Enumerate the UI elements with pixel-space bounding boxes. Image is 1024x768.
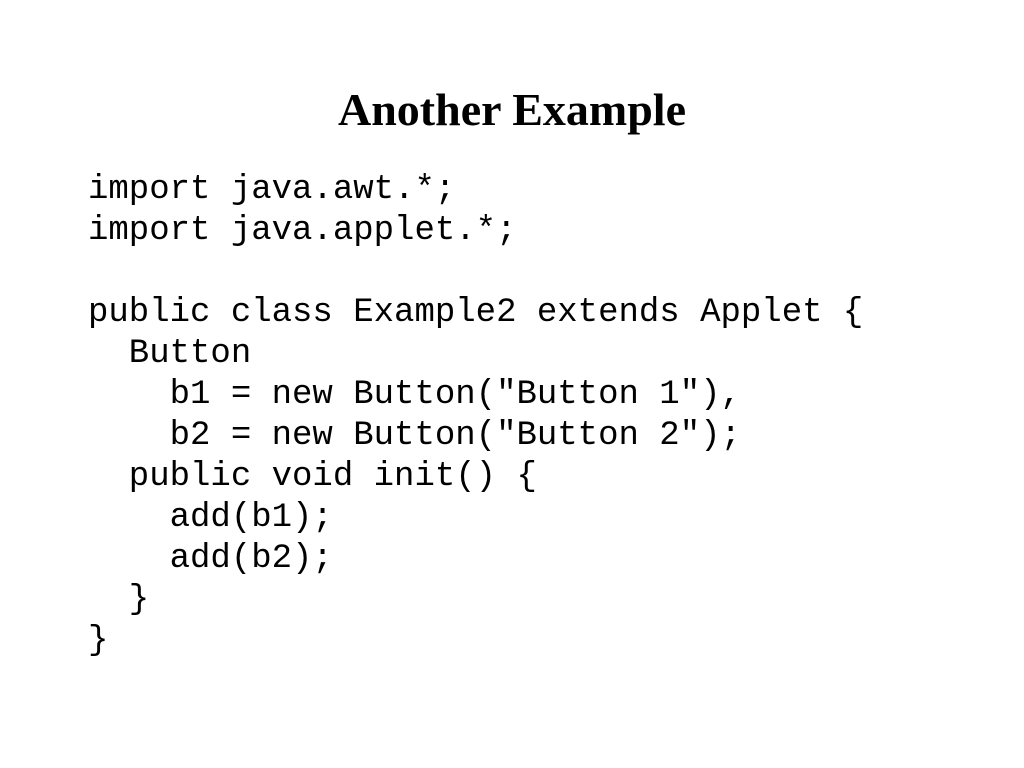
code-block: import java.awt.*; import java.applet.*;… (88, 170, 863, 662)
code-line: public void init() { (88, 458, 537, 496)
code-line: } (88, 622, 109, 660)
code-line: b1 = new Button("Button 1"), (88, 376, 741, 414)
code-line: import java.awt.*; (88, 171, 456, 209)
code-line: add(b2); (88, 540, 333, 578)
code-line: b2 = new Button("Button 2"); (88, 417, 741, 455)
slide-title: Another Example (338, 84, 686, 135)
code-line (88, 252, 863, 293)
code-line: import java.applet.*; (88, 212, 517, 250)
code-line: add(b1); (88, 499, 333, 537)
code-line: } (88, 581, 150, 619)
code-line: public class Example2 extends Applet { (88, 294, 864, 332)
code-line: Button (88, 335, 252, 373)
